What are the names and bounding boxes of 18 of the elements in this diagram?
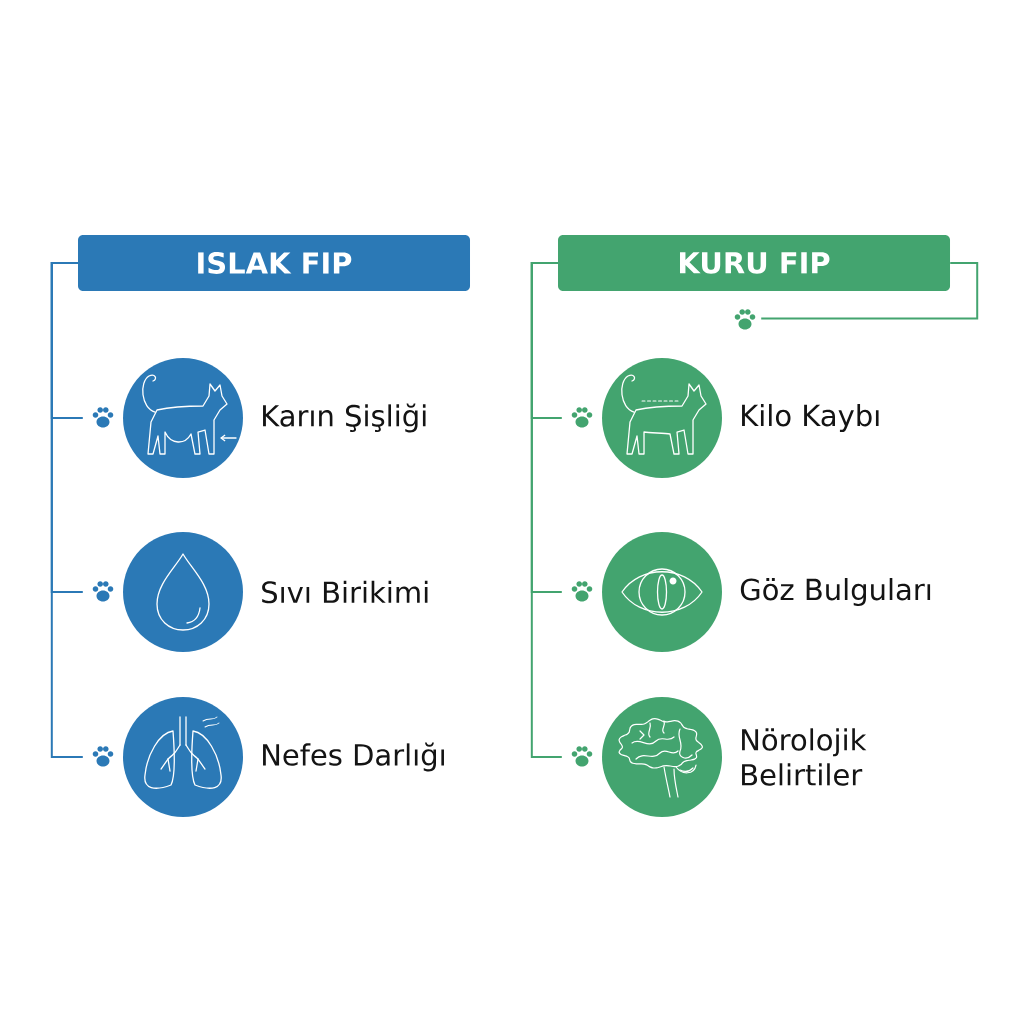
icon-circle <box>602 532 722 652</box>
connector <box>50 262 84 758</box>
connector <box>530 262 563 758</box>
icon-circle <box>123 358 243 478</box>
header-box: ISLAK FIP <box>78 235 470 291</box>
connector <box>760 262 979 320</box>
symptom-label: Nefes Darlığı <box>263 742 444 772</box>
symptom-label: Karın Şişliği <box>263 403 426 433</box>
icon-circle <box>602 358 722 478</box>
paw-icon <box>734 309 756 330</box>
icon-circle <box>123 532 243 652</box>
icon-circle <box>602 697 722 817</box>
symptom-label: Sıvı Birikimi <box>262 580 428 604</box>
icon-circle <box>123 697 243 817</box>
symptom-label: Göz Bulguları <box>740 577 931 607</box>
symptom-label: Kilo Kaybı <box>742 403 879 433</box>
header-box: KURU FIP <box>558 235 950 291</box>
symptom-label: Nörolojik Belirtiler <box>742 728 867 786</box>
